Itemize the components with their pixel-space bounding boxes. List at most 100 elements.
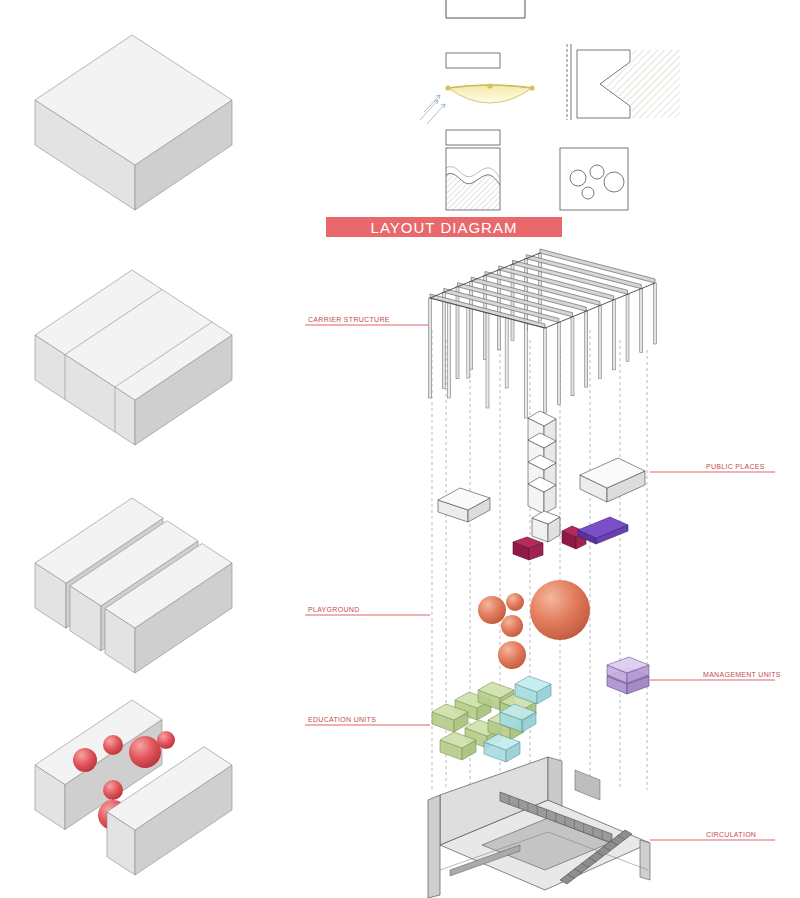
playground-sphere — [530, 580, 590, 640]
playground-sphere — [157, 731, 175, 749]
wind-arrow — [427, 104, 445, 124]
box-top-face — [35, 700, 162, 785]
box-top-face — [35, 270, 232, 400]
column — [497, 270, 500, 350]
wave-line — [446, 174, 500, 185]
public-box — [532, 511, 560, 542]
bracket-sketch — [446, 0, 525, 18]
column — [524, 323, 527, 418]
box-top-face — [438, 488, 490, 510]
education-box — [515, 676, 551, 704]
massing-steps — [35, 35, 232, 875]
playground-sphere — [73, 748, 97, 772]
carrier-structure — [429, 249, 657, 418]
box-top-face — [515, 676, 551, 692]
column — [442, 292, 445, 388]
mass-block — [35, 35, 232, 210]
walkway — [450, 845, 520, 876]
core-module — [528, 477, 556, 514]
box-top-face — [440, 732, 476, 748]
concept-sketches — [420, 0, 680, 210]
circle-sketch — [582, 187, 594, 199]
column — [585, 311, 588, 387]
circle-sketch — [570, 170, 586, 186]
side-wall — [548, 757, 562, 806]
roof-edge — [430, 298, 545, 328]
leader-line — [650, 471, 775, 472]
stair-tread — [546, 810, 547, 819]
wind-arrow-head — [436, 95, 440, 99]
stair-tread — [589, 858, 596, 862]
wind-arrow-head — [441, 104, 445, 108]
projection-line — [620, 340, 621, 790]
box-top-face — [607, 657, 649, 673]
block-sketch — [446, 148, 500, 210]
road-line — [571, 44, 572, 120]
box-top-face — [580, 458, 645, 488]
leader-line — [305, 324, 430, 325]
sun-dot — [487, 83, 492, 88]
callout-label: CARRIER STRUCTURE — [308, 316, 390, 324]
mass-block-divided — [35, 270, 232, 445]
stair-tread — [574, 869, 581, 873]
box-top-face — [513, 537, 543, 548]
playground-sphere — [501, 615, 523, 637]
column — [544, 328, 547, 413]
playground-sphere — [498, 641, 526, 669]
education-box — [440, 732, 476, 760]
stair-tread — [574, 820, 575, 829]
callout-label: CIRCULATION — [706, 831, 756, 839]
leader-line — [650, 839, 775, 840]
stair-tread — [602, 831, 603, 840]
callout-label: EDUCATION UNITS — [308, 716, 376, 724]
stair-tread — [610, 841, 617, 845]
column — [640, 289, 643, 353]
projection-line — [590, 330, 591, 790]
stair-tread — [603, 846, 610, 850]
left-slab — [428, 795, 440, 898]
stair-tread — [583, 824, 584, 833]
node-text: LAYOUT DIAGRAM — [371, 219, 518, 236]
callout-label: MANAGEMENT UNITS — [703, 671, 781, 679]
column — [654, 283, 657, 344]
circulation-base — [428, 757, 650, 898]
box-top-face — [478, 682, 514, 698]
projection-line — [470, 350, 471, 790]
wave-hatch — [446, 174, 500, 210]
education-box — [484, 734, 520, 762]
roof-edge — [430, 253, 540, 298]
education-box — [500, 704, 536, 732]
column — [505, 318, 508, 388]
mass-bar — [105, 544, 232, 674]
circle-sketch — [590, 165, 604, 179]
stair-tread — [582, 863, 589, 867]
stair-tread — [518, 799, 519, 808]
public-box — [580, 458, 645, 502]
stair-tread — [527, 803, 528, 812]
box-top-face — [432, 704, 468, 720]
column — [511, 264, 514, 340]
box-top-face — [484, 734, 520, 750]
stair-tread — [565, 817, 566, 826]
stair-tread — [593, 827, 594, 836]
playground-sphere — [103, 780, 123, 800]
wind-arrow — [420, 100, 438, 120]
column — [456, 287, 459, 379]
stair-tread — [567, 874, 574, 878]
column — [557, 322, 560, 404]
public-box — [513, 537, 543, 560]
box-top-face — [528, 411, 556, 426]
back-wall — [440, 757, 548, 845]
stair-tread — [509, 796, 510, 805]
block-sketch — [446, 53, 500, 68]
circle-sketch — [604, 172, 624, 192]
public-box — [578, 517, 628, 544]
stair-core — [575, 770, 600, 800]
callout-label: PUBLIC PLACES — [706, 463, 765, 471]
education-box — [432, 704, 468, 732]
ramp — [500, 792, 612, 843]
leader-line — [305, 724, 430, 725]
stair-tread — [537, 806, 538, 815]
